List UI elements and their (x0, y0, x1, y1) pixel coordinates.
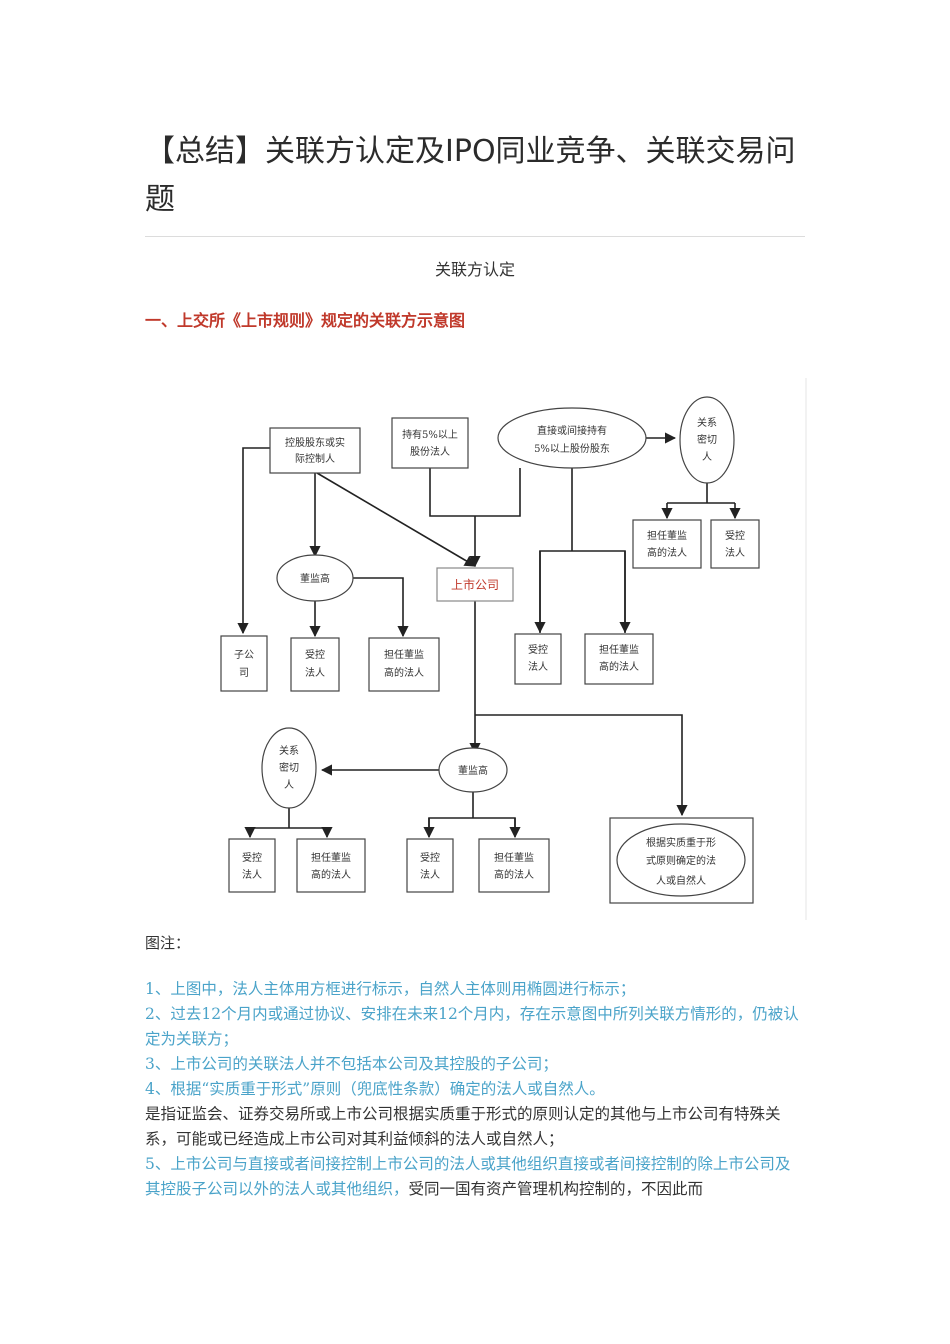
note-item-5: 5、上市公司与直接或者间接控制上市公司的法人或其他组织直接或者间接控制的除上市公… (145, 1152, 805, 1202)
label-holder-5pct-1: 持有5%以上 (402, 428, 458, 441)
section-heading: 一、上交所《上市规则》规定的关联方示意图 (145, 311, 466, 330)
label-director-legal-c-2: 高的法人 (311, 868, 351, 881)
ellipse-dirsup-lower (438, 747, 508, 793)
page-title: 【总结】关联方认定及IPO同业竞争、关联交易问题 (145, 134, 796, 217)
note-item-2: 2、过去12个月内或通过协议、安排在未来12个月内，存在示意图中所列关联方情形的… (145, 1005, 799, 1048)
related-party-diagram: 控股股东或实 际控制人 持有5%以上 股份法人 直接或间接持有 5%以上股份股东… (215, 378, 807, 920)
label-controlled-legal-tr-1: 受控 (725, 529, 745, 542)
label-close-relation-top-2: 密切 (697, 433, 717, 446)
label-director-legal-tr-2: 高的法人 (647, 546, 687, 559)
box-controlling-holder (269, 427, 361, 474)
label-director-legal-a-1: 担任董监 (384, 648, 424, 661)
note-item-5-dark: 受同一国有资产管理机构控制的，不因此而 (408, 1180, 704, 1198)
label-direct-holder-1: 直接或间接持有 (537, 424, 607, 437)
label-dirsup-upper: 董监高 (300, 572, 330, 585)
label-dirsup-lower: 董监高 (458, 764, 488, 777)
label-close-relation-top-1: 关系 (697, 416, 717, 429)
label-substance-form-3: 人或自然人 (656, 874, 706, 887)
label-substance-form-1: 根据实质重于形 (646, 836, 716, 849)
box-director-legal-c (296, 838, 366, 893)
box-controlled-legal-c (228, 838, 276, 893)
label-close-relation-top-3: 人 (702, 451, 712, 463)
note-item-3: 3、上市公司的关联法人并不包括本公司及其控股的子公司； (145, 1055, 558, 1073)
ellipse-close-relation-top (679, 396, 735, 484)
box-subsidiary (220, 635, 268, 692)
note-item-5-blue: 5、上市公司与直接或者间接控制上市公司的法人或其他组织直接或者间接控制的除上市公… (145, 1155, 791, 1198)
label-controlling-holder-1: 控股股东或实 (285, 436, 345, 449)
label-director-legal-tr-1: 担任董监 (647, 529, 687, 542)
label-controlled-legal-tr-2: 法人 (725, 546, 745, 559)
box-director-legal-d (478, 838, 550, 893)
label-director-legal-d-2: 高的法人 (494, 868, 534, 881)
ellipse-dirsup-upper (276, 554, 354, 602)
label-subsidiary-1: 子公 (234, 649, 254, 661)
box-controlled-legal-top-right (710, 519, 760, 569)
label-subsidiary-2: 司 (239, 668, 249, 679)
label-director-legal-b-1: 担任董监 (599, 643, 639, 656)
label-close-relation-bottom-1: 关系 (279, 744, 299, 757)
box-director-legal-a (368, 637, 440, 692)
box-controlled-legal-d (406, 838, 454, 893)
label-controlled-legal-a-2: 法人 (305, 666, 325, 679)
notes-label: 图注： (145, 934, 191, 952)
label-controlled-legal-d-1: 受控 (420, 851, 440, 864)
label-direct-holder-2: 5%以上股份股东 (534, 442, 610, 455)
ellipse-direct-indirect-holder (497, 407, 647, 469)
label-director-legal-a-2: 高的法人 (384, 666, 424, 679)
box-controlled-legal-b (514, 633, 562, 685)
label-close-relation-bottom-2: 密切 (279, 761, 299, 774)
notes-list: 1、上图中，法人主体用方框进行标示，自然人主体则用椭圆进行标示； 2、过去12个… (145, 977, 805, 1202)
label-listed-company: 上市公司 (451, 577, 499, 592)
label-controlled-legal-b-1: 受控 (528, 643, 548, 656)
ellipse-close-relation-bottom (261, 727, 317, 809)
note-item-4-explanation: 是指证监会、证券交易所或上市公司根据实质重于形式的原则认定的其他与上市公司有特殊… (145, 1105, 781, 1148)
ellipse-substance-form (616, 823, 746, 897)
note-item-4: 4、根据“实质重于形式”原则（兜底性条款）确定的法人或自然人。 (145, 1080, 605, 1098)
label-controlled-legal-b-2: 法人 (528, 660, 548, 673)
label-director-legal-b-2: 高的法人 (599, 660, 639, 673)
box-controlled-legal-a (290, 637, 340, 692)
title-divider (145, 236, 805, 237)
label-holder-5pct-2: 股份法人 (410, 445, 450, 458)
label-controlled-legal-d-2: 法人 (420, 868, 440, 881)
label-controlled-legal-c-1: 受控 (242, 851, 262, 864)
label-close-relation-bottom-3: 人 (284, 779, 294, 791)
section-subtitle: 关联方认定 (434, 260, 515, 279)
box-director-legal-b (584, 633, 654, 685)
label-controlled-legal-c-2: 法人 (242, 868, 262, 881)
label-controlling-holder-2: 际控制人 (295, 452, 335, 465)
box-listed-company (436, 567, 514, 602)
box-director-legal-top-right (632, 519, 702, 569)
label-controlled-legal-a-1: 受控 (305, 648, 325, 661)
label-director-legal-c-1: 担任董监 (311, 851, 351, 864)
box-holder-5pct (391, 417, 469, 469)
label-substance-form-2: 式原则确定的法 (646, 854, 716, 867)
label-director-legal-d-1: 担任董监 (494, 851, 534, 864)
note-item-1: 1、上图中，法人主体用方框进行标示，自然人主体则用椭圆进行标示； (145, 980, 636, 998)
